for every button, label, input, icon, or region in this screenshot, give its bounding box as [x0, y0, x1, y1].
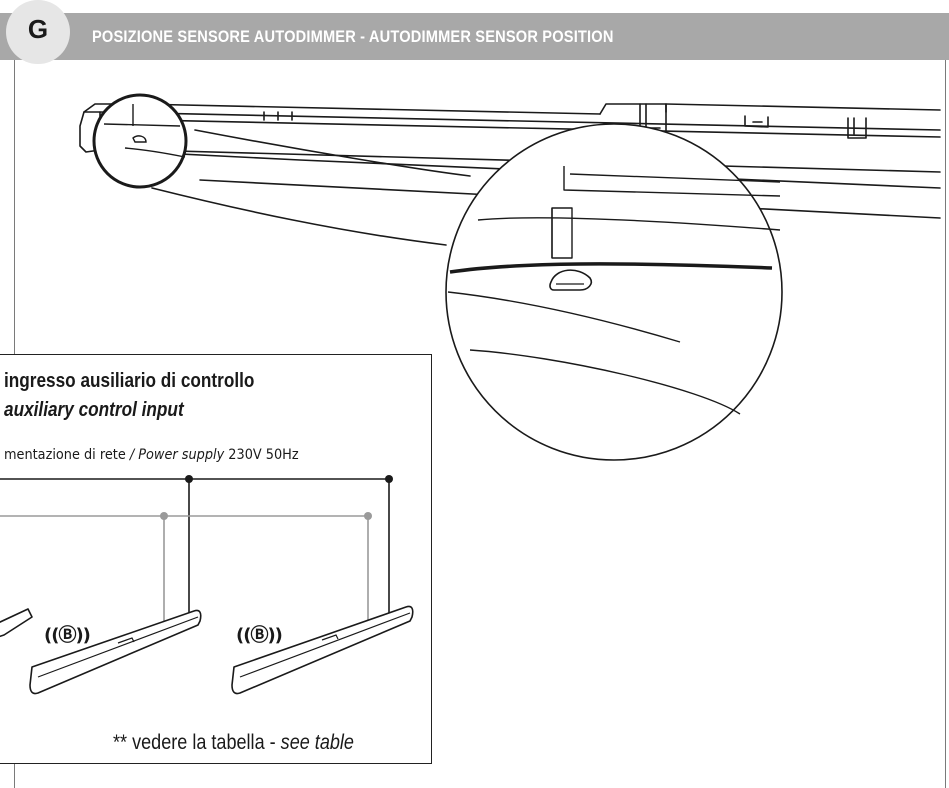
- luminaire-top-edge: [137, 103, 601, 115]
- supply-separator: /: [125, 447, 139, 463]
- driver-box-left: [599, 103, 667, 115]
- wiring-diagram: [0, 475, 414, 695]
- detail-circle-small: [92, 93, 188, 189]
- junction-dot: [385, 475, 393, 483]
- panel-title-en: auxiliary control input: [4, 399, 184, 421]
- luminaire-bar-2: [231, 605, 414, 695]
- callout-line-upper: [194, 129, 471, 177]
- section-header-bar: [0, 13, 949, 60]
- junction-dot: [160, 512, 168, 520]
- supply-label-en: Power supply: [138, 447, 225, 463]
- section-title: POSIZIONE SENSORE AUTODIMMER - AUTODIMME…: [92, 27, 614, 46]
- callout-line-lower: [151, 187, 447, 246]
- sensor-icon: [549, 269, 593, 291]
- magnified-body-edge: [449, 262, 773, 274]
- mounting-bracket: [744, 115, 769, 128]
- luminaire-top-rail-lower: [99, 118, 941, 138]
- frame-right-border: [945, 60, 946, 788]
- frame-left-border: [14, 60, 15, 354]
- driver-box-top: [665, 103, 941, 111]
- bluetooth-icon: ((Ⓑ)): [44, 625, 91, 646]
- footnote-it: vedere la tabella -: [132, 731, 281, 754]
- section-badge: [6, 0, 70, 64]
- clip-right: [847, 117, 867, 139]
- footnote-stars: **: [113, 731, 133, 754]
- junction-dot: [185, 475, 193, 483]
- section-letter: G: [27, 14, 49, 44]
- luminaire-bar-1: [29, 609, 202, 695]
- bluetooth-icon: ((Ⓑ)): [236, 625, 283, 646]
- frame-left-border-bottom: [14, 763, 15, 788]
- supply-label-it: mentazione di rete: [4, 447, 126, 463]
- panel-title-it: ingresso ausiliario di controllo: [4, 370, 255, 392]
- supply-value: 230V 50Hz: [224, 447, 299, 463]
- footnote: ** vedere la tabella - see table: [113, 731, 354, 755]
- magnifier-circle: [445, 123, 783, 461]
- power-supply-label: mentazione di rete / Power supply 230V 5…: [4, 447, 299, 463]
- sensor-small: [132, 135, 147, 143]
- luminaire-bar-partial: [0, 608, 33, 638]
- magnified-top-rail: [563, 166, 781, 197]
- footnote-en: see table: [280, 731, 354, 754]
- luminaire-top-rail-upper: [99, 111, 941, 131]
- junction-dot: [364, 512, 372, 520]
- wiring-panel: ingresso ausiliario di controllo auxilia…: [0, 354, 432, 764]
